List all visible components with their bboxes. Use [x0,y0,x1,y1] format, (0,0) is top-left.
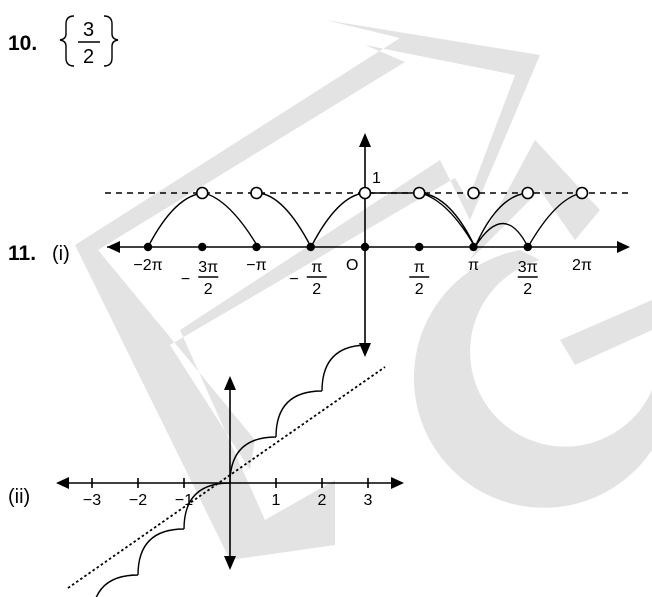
graph-i-filled-point [252,242,261,252]
set-numerator: 3 [83,19,94,41]
graph-i-filled-point [415,242,424,252]
graph-i-tick-denominator: 2 [415,281,424,298]
graph-ii-tick-label: −1 [175,492,193,509]
graph-i-tick-denominator: 2 [523,281,532,298]
graph-i-tick-numerator: 3π [518,259,538,276]
part-i-label: (i) [52,243,70,265]
graph-ii-x-axis-arrow-right [391,477,404,489]
graph-ii-y-axis-arrow-up [224,376,236,390]
graph-i-filled-point [143,242,153,252]
graph-i-open-point [250,186,263,200]
graph-ii-tick-label: −2 [129,492,147,509]
graph-i-tick-label: −π [246,257,266,274]
graph-i-filled-point [469,242,478,252]
graph-ii-dotted-line [67,366,386,589]
graph-i-tick-numerator: π [311,259,322,276]
graph-i-filled-point [360,242,370,252]
graph-ii-tick-label: −3 [83,492,101,509]
graph-i-tick-label: 2π [572,257,592,274]
graph-i-tick-label: π [468,257,479,274]
graph-ii-tick-label: 1 [272,492,281,509]
question-11-number: 11. [8,242,36,265]
graph-i-tick-label: −2π [133,257,162,274]
graph-ii: −3 −2 −1 1 2 3 [56,344,404,597]
graph-i-filled-point [198,242,207,252]
graph-i-open-point [195,186,209,200]
graph-i-open-point [521,186,535,200]
graph-ii-y-axis-arrow-down [224,556,236,570]
graph-i-x-axis-arrow-left [107,241,120,253]
set-brackets [59,15,119,67]
graph-ii-tick-label: 3 [364,492,373,509]
graph-i-x-axis-arrow-right [617,241,630,253]
watermark-logo [75,20,652,560]
graph-i-open-point [412,186,426,200]
graph-i-tick-sign: − [181,271,190,288]
graph-i-tick-numerator: 3π [198,259,218,276]
graph-ii-curve [95,344,369,597]
graph-i-open-point [358,186,372,200]
graph-i-open-point [575,186,589,200]
graph-ii-tick-labels: −3 −2 −1 1 2 3 [83,478,373,509]
graph-i-y-axis-arrow-up [359,133,371,147]
graph-ii-tick-label: 2 [318,492,327,509]
graph-i-origin-label: O [346,257,358,274]
graph-i-curve-left [203,192,259,248]
question-10-number: 10. [8,32,37,55]
part-ii-label: (ii) [8,486,30,508]
graph-i-tick-sign: − [289,271,298,288]
set-denominator: 2 [83,46,94,68]
graph-i-y-label: 1 [372,170,381,187]
graph-i-tick-denominator: 2 [204,281,213,298]
graph-ii-x-axis-arrow-left [56,477,69,489]
graph-i-tick-denominator: 2 [312,281,321,298]
graph-i-open-point [467,186,480,200]
graph-i-points [143,186,589,252]
graph-i-filled-point [306,242,315,252]
graph-i-tick-numerator: π [414,259,425,276]
graph-i-y-axis-arrow-down [359,343,371,357]
graph-i-filled-point [523,242,532,252]
